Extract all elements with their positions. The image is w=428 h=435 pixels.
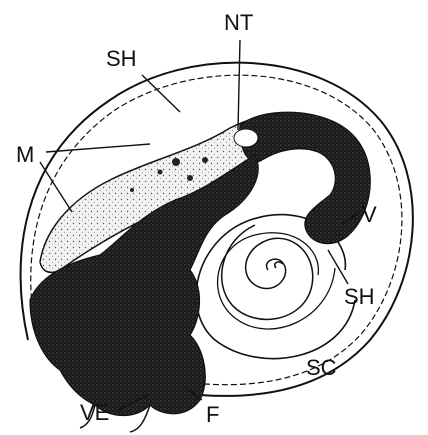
label-ve: VE xyxy=(80,400,109,425)
label-m: M xyxy=(16,142,34,167)
label-sc: SC xyxy=(306,355,337,380)
label-f: F xyxy=(206,402,219,427)
label-sh-upper: SH xyxy=(106,46,137,71)
leader-m-2 xyxy=(40,162,72,212)
label-v: V xyxy=(362,202,377,227)
leader-nt xyxy=(238,40,240,130)
label-nt: NT xyxy=(224,10,253,35)
label-sh-lower: SH xyxy=(344,284,375,309)
